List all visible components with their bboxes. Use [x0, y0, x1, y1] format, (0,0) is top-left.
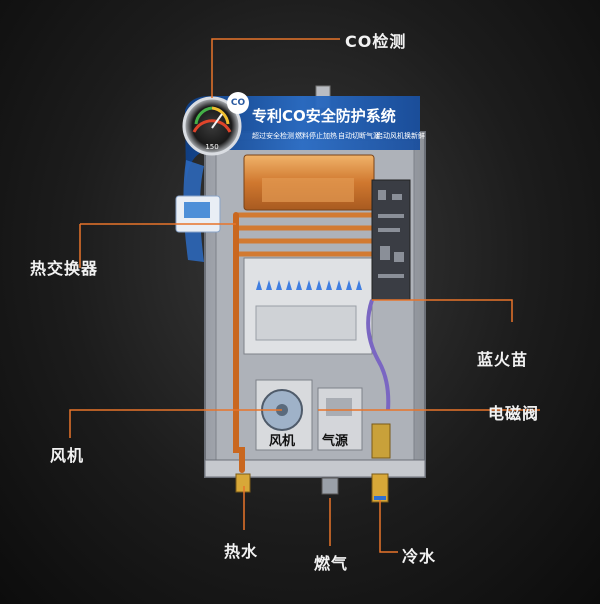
co-banner-sub-4: 启动风机换新鲜 — [376, 132, 425, 140]
leader-lines — [69, 38, 540, 553]
label-gas: 燃气 — [314, 554, 349, 573]
co-gauge-value: 150 — [205, 143, 219, 151]
copper-coils — [233, 212, 375, 257]
cold-water-valve — [371, 423, 391, 459]
co-banner-sub-3: 自动切断气源 — [338, 132, 380, 140]
label-hot-water: 热水 — [224, 542, 259, 561]
label-heat-exchanger: 热交换器 — [30, 259, 99, 278]
co-banner — [185, 96, 420, 182]
unit-tag-gas-source: 气源 — [322, 434, 349, 449]
co-banner-sub-1: 超过安全检测 — [252, 132, 294, 140]
co-banner-title: 专利CO安全防护系统 — [252, 107, 396, 125]
bottom-plate — [204, 459, 426, 478]
label-blue-flame: 蓝火苗 — [477, 350, 529, 369]
co-banner-sub-2: 燃料停止加热 — [295, 132, 337, 140]
label-fan: 风机 — [50, 446, 85, 465]
control-board — [371, 179, 411, 301]
unit-tag-fan: 风机 — [269, 434, 296, 449]
gas-inlet — [321, 477, 339, 495]
gas-line — [366, 299, 391, 411]
blue-flames — [256, 280, 362, 290]
label-cold-water: 冷水 — [402, 547, 437, 566]
label-solenoid-valve: 电磁阀 — [488, 404, 540, 423]
hot-water-pipe — [233, 212, 245, 473]
co-badge: CO — [227, 92, 249, 114]
hot-water-outlet — [235, 473, 251, 493]
label-co-detect: CO检测 — [345, 32, 407, 51]
